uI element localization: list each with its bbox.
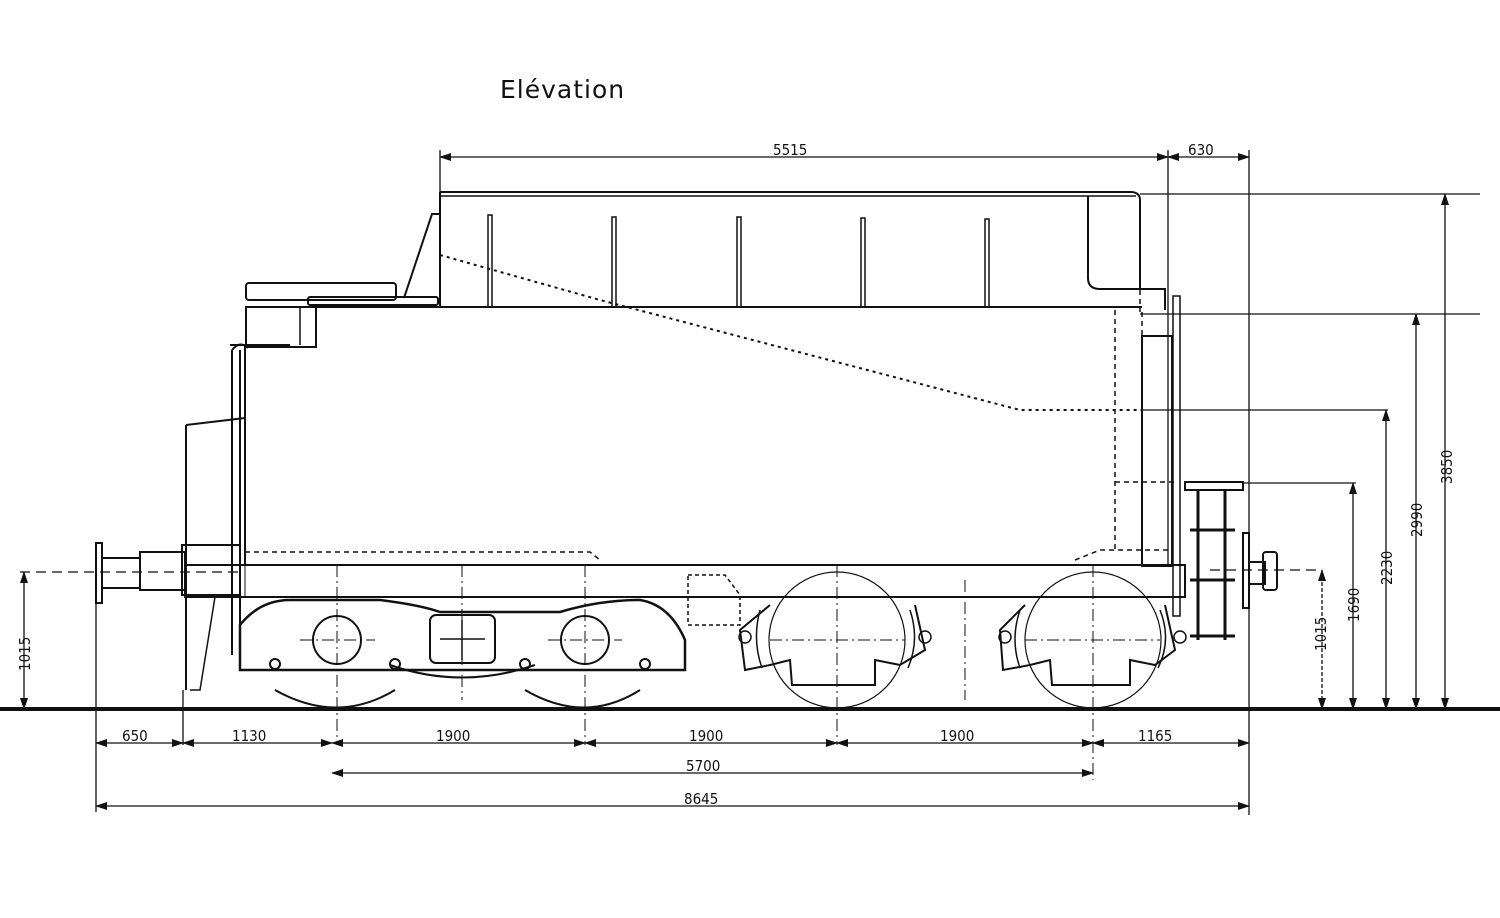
dim-front-buffer: 650	[122, 727, 148, 745]
bunker-top	[440, 191, 1141, 290]
dim-height-3850: 3850	[1438, 450, 1456, 484]
dim-wheelbase-total: 5700	[686, 757, 720, 775]
rear-toolbox	[1087, 196, 1166, 310]
dim-front-to-bogie: 1130	[232, 727, 266, 745]
dimension-labels: 5515 630 3850 2990 2230 1690 1015 1015 6…	[16, 141, 1456, 808]
wheel-1	[274, 689, 396, 709]
rear-bogie	[738, 571, 1187, 709]
dim-buffer-height-front: 1015	[16, 637, 34, 671]
dim-axle-1-2: 1900	[436, 727, 470, 745]
dim-overall-length: 8645	[684, 790, 718, 808]
dim-rear-overhang: 630	[1188, 141, 1214, 159]
dim-height-2990: 2990	[1408, 503, 1426, 537]
rear-ladder	[1141, 295, 1244, 640]
dim-axle-2-3: 1900	[689, 727, 723, 745]
front-buffer	[20, 542, 241, 604]
underframe	[184, 564, 1186, 598]
coal-level-line	[439, 254, 1142, 411]
bunker-ribs	[487, 214, 990, 308]
dim-body-length: 5515	[773, 141, 807, 159]
dim-height-2230: 2230	[1378, 551, 1396, 585]
dim-buffer-height-rear: 1015	[1312, 617, 1330, 651]
dim-rear-to-buffer: 1165	[1138, 727, 1172, 745]
drawing-title: Elévation	[500, 75, 625, 104]
front-slope-plate	[403, 213, 440, 299]
front-filler	[245, 282, 439, 348]
dimension-lines	[20, 150, 1480, 815]
front-handrail	[230, 343, 290, 655]
dim-axle-3-4: 1900	[940, 727, 974, 745]
dim-height-1690: 1690	[1345, 588, 1363, 622]
tender-body	[20, 191, 1320, 691]
wheel-2	[524, 689, 641, 709]
brake-cylinder	[687, 574, 741, 626]
